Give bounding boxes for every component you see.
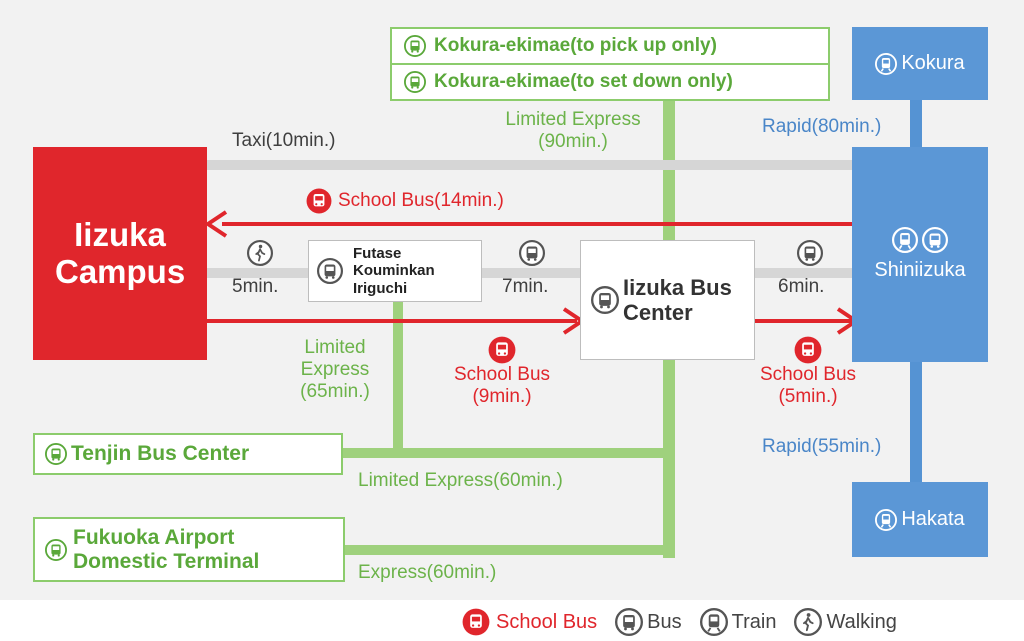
label-rapid-55: Rapid(55min.) (762, 436, 882, 457)
node-kokura-ekimae-setdown-label: Kokura-ekimae(to set down only) (434, 71, 733, 92)
label-limited-express-65: Limited Express (65min.) (280, 337, 390, 403)
label-line-2: (5min.) (778, 385, 838, 407)
school-bus-line-bottom-right (755, 319, 852, 323)
train-icon (892, 227, 918, 253)
arrow-left-head (204, 210, 228, 238)
bus-icon (615, 608, 644, 636)
train-icon (875, 508, 898, 531)
legend-train-label: Train (731, 610, 777, 633)
iizuka-bus-center-label: Iizuka Bus Center (623, 274, 732, 325)
label-walk-5: 5min. (232, 276, 279, 297)
school-bus-icon (462, 608, 490, 636)
fukuoka-airport-label: Fukuoka Airport Domestic Terminal (73, 526, 260, 573)
green-line-futase-vertical (393, 300, 403, 458)
legend: School Bus Bus Train Walking (462, 608, 897, 636)
walking-icon (247, 240, 273, 266)
label-line-2: Express (300, 358, 370, 380)
node-fukuoka-airport[interactable]: Fukuoka Airport Domestic Terminal (33, 517, 345, 582)
tenjin-label: Tenjin Bus Center (71, 442, 250, 465)
walking-5-group (230, 240, 290, 266)
rail-kokura-connector (910, 98, 922, 148)
label-line-1: Limited (304, 337, 366, 358)
node-tenjin-bus-center[interactable]: Tenjin Bus Center (33, 433, 343, 475)
train-icon (875, 52, 898, 75)
label-line-2: (90min.) (538, 130, 608, 152)
legend-school-bus: School Bus (462, 608, 597, 636)
school-bus-line-bottom-left (207, 319, 577, 323)
bus-icon (591, 286, 619, 314)
school-bus-icon (306, 188, 332, 214)
label-line-1: Limited Express (505, 109, 641, 130)
green-line-airport (345, 545, 675, 555)
label-line-3: (65min.) (300, 380, 370, 402)
node-kokura-ekimae-pickup[interactable]: Kokura-ekimae(to pick up only) (390, 27, 830, 65)
futase-label: Futase Kouminkan Iriguchi (353, 245, 435, 297)
station-shiniizuka[interactable]: Shiniizuka (852, 147, 988, 362)
bus-icon (45, 538, 67, 561)
train-icon (699, 608, 728, 636)
node-kokura-ekimae-setdown[interactable]: Kokura-ekimae(to set down only) (390, 63, 830, 101)
bus-6-group (790, 240, 830, 266)
bus-7-group (512, 240, 552, 266)
label-school-bus-9: School Bus (9min.) (430, 336, 574, 408)
label-line-1: School Bus (453, 364, 551, 385)
station-hakata-label: Hakata (901, 508, 965, 530)
bus-icon (317, 258, 343, 284)
bus-icon (45, 443, 67, 465)
label-line-1: School Bus (759, 364, 857, 385)
node-iizuka-campus[interactable]: Iizuka Campus (33, 147, 207, 360)
label-rapid-80: Rapid(80min.) (762, 116, 882, 137)
label-line-2: (9min.) (472, 385, 532, 407)
bus-line-right (752, 268, 857, 278)
station-kokura[interactable]: Kokura (852, 27, 988, 100)
label-limited-express-60: Limited Express(60min.) (358, 470, 563, 491)
station-kokura-label: Kokura (901, 52, 965, 74)
bus-icon (404, 35, 426, 57)
school-bus-14-text: School Bus(14min.) (338, 190, 504, 212)
taxi-line (207, 160, 857, 170)
station-hakata[interactable]: Hakata (852, 482, 988, 557)
label-limited-express-90: Limited Express (90min.) (488, 109, 658, 153)
legend-walking: Walking (794, 608, 897, 636)
label-school-bus-14: School Bus(14min.) (306, 188, 504, 214)
shiniizuka-icons (892, 227, 948, 253)
iizuka-campus-label: Iizuka Campus (55, 215, 186, 290)
station-shiniizuka-label: Shiniizuka (874, 259, 966, 281)
legend-train: Train (699, 608, 777, 636)
node-kokura-ekimae-pickup-label: Kokura-ekimae(to pick up only) (434, 35, 717, 56)
legend-bus: Bus (615, 608, 682, 636)
school-bus-icon (794, 336, 822, 364)
legend-bus-label: Bus (647, 610, 682, 633)
legend-school-bus-label: School Bus (496, 610, 598, 633)
bus-icon (404, 71, 426, 93)
label-bus-7: 7min. (502, 276, 549, 297)
bus-icon (922, 227, 948, 253)
green-line-tenjin (340, 448, 670, 458)
label-bus-6: 6min. (778, 276, 825, 297)
node-futase[interactable]: Futase Kouminkan Iriguchi (308, 240, 482, 302)
bus-icon (797, 240, 823, 266)
school-bus-icon (488, 336, 516, 364)
legend-walking-label: Walking (826, 610, 897, 633)
walking-icon (794, 608, 823, 636)
rail-hakata-connector (910, 362, 922, 484)
label-taxi: Taxi(10min.) (232, 130, 336, 151)
label-school-bus-5: School Bus (5min.) (736, 336, 880, 408)
label-express-60: Express(60min.) (358, 562, 497, 583)
node-iizuka-bus-center[interactable]: Iizuka Bus Center (580, 240, 755, 360)
school-bus-line-top (222, 222, 858, 226)
bus-icon (519, 240, 545, 266)
